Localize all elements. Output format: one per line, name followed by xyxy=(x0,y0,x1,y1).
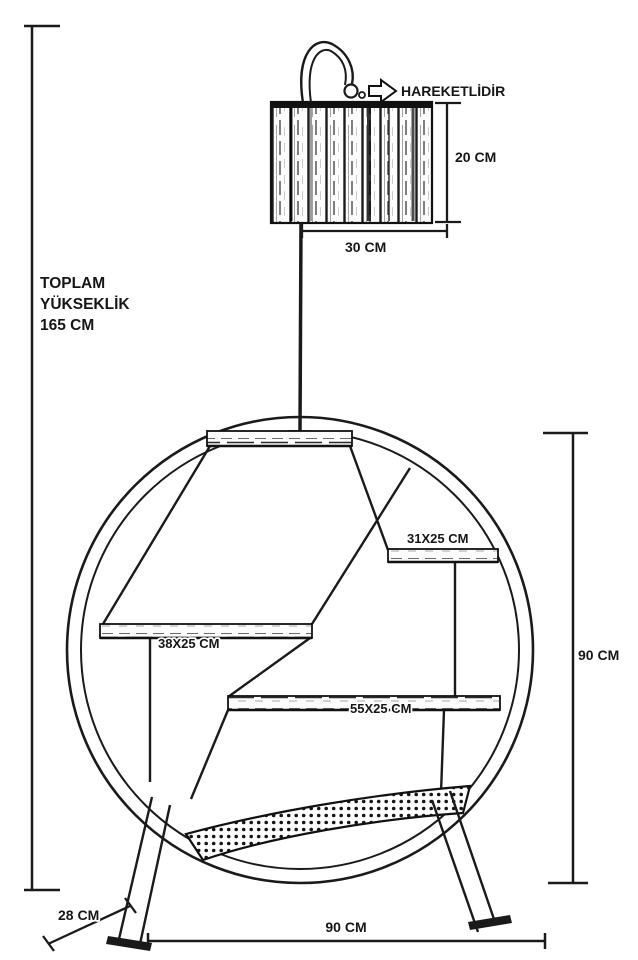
mesh-basket xyxy=(184,784,472,862)
lamp-pole xyxy=(298,222,303,433)
post-shelf55-to-basket xyxy=(439,709,446,794)
right-leg xyxy=(430,790,512,933)
lamp-shade xyxy=(269,100,434,225)
total-height-label-line1: TOPLAM xyxy=(40,275,105,292)
dimension-shade-height: 20 CM xyxy=(435,101,498,224)
shade-height-label: 20 CM xyxy=(455,149,496,165)
total-height-label-line2: YÜKSEKLİK xyxy=(40,296,130,313)
movable-label: HAREKETLİDİR xyxy=(401,83,505,99)
brace-rim-to-shelf38 xyxy=(310,467,412,625)
left-leg xyxy=(106,796,172,951)
total-height-label-line3: 165 CM xyxy=(40,317,94,334)
wheel-frame: 31X25 CM 38X25 CM 55X25 CM xyxy=(65,415,535,951)
right-foot xyxy=(468,915,512,930)
lamp-arm-inner xyxy=(308,48,347,104)
dimension-base-depth: 28 CM xyxy=(42,897,137,952)
wheel-outer-ring xyxy=(65,415,535,885)
base-depth-label: 28 CM xyxy=(58,907,99,923)
brace-shelf38-to-shelf55 xyxy=(227,637,311,698)
lamp-joint xyxy=(343,83,359,99)
frame-braces xyxy=(101,445,457,800)
dimension-shade-width: 30 CM xyxy=(300,224,449,257)
brace-topleft-to-shelf38 xyxy=(101,445,212,625)
brace-top-to-shelf31 xyxy=(348,445,390,551)
lamp-arm xyxy=(300,40,354,104)
left-foot xyxy=(106,936,152,951)
lamp xyxy=(269,40,434,433)
shelf-55x25 xyxy=(227,695,501,712)
shelf-31x25 xyxy=(387,548,499,564)
base-width-label: 90 CM xyxy=(325,919,366,935)
shelf-38x25-label: 38X25 CM xyxy=(158,636,219,651)
shade-width-label: 30 CM xyxy=(345,239,386,255)
dimension-total-height: TOPLAM YÜKSEKLİK 165 CM xyxy=(24,24,132,892)
movable-annotation: HAREKETLİDİR xyxy=(368,78,507,104)
lamp-joint-pin xyxy=(358,91,366,99)
shelf-55x25-label: 55X25 CM xyxy=(350,701,411,716)
shelf-top xyxy=(206,430,353,448)
frame-height-label: 90 CM xyxy=(578,647,619,663)
shelf-38x25 xyxy=(99,623,313,640)
dimension-frame-height: 90 CM xyxy=(543,431,621,885)
dimension-base-width: 90 CM xyxy=(146,917,547,949)
shelf-31x25-label: 31X25 CM xyxy=(407,531,468,546)
movable-arrow-icon xyxy=(368,78,398,104)
brace-shelf55-to-basket xyxy=(189,709,230,800)
